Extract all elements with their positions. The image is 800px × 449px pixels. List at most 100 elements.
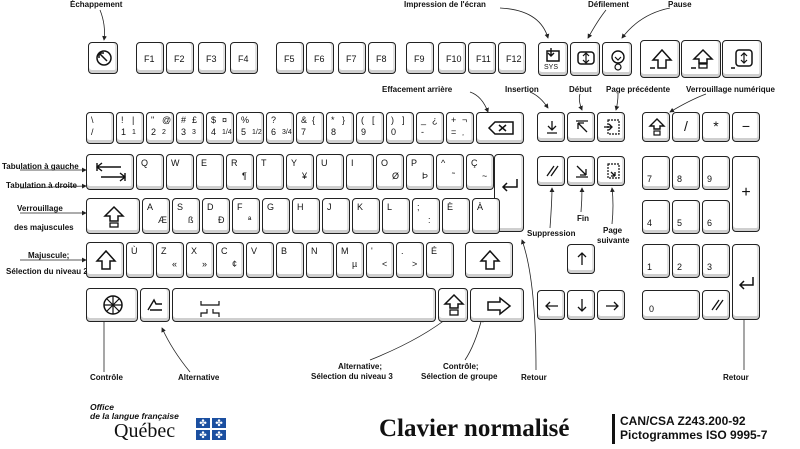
letter-key[interactable]: L bbox=[382, 198, 410, 234]
number-row-key[interactable]: $4¤1/4 bbox=[206, 112, 234, 144]
letter-key[interactable]: C¢ bbox=[216, 242, 244, 278]
function-key[interactable]: F12 bbox=[498, 42, 526, 74]
number-row-key[interactable]: !1|1 bbox=[116, 112, 144, 144]
end-key[interactable] bbox=[567, 156, 595, 186]
function-key[interactable]: F4 bbox=[230, 42, 258, 74]
letter-key[interactable]: H bbox=[292, 198, 320, 234]
group-lock-key[interactable] bbox=[722, 40, 762, 78]
enter-key[interactable] bbox=[494, 154, 524, 232]
numpad-key[interactable]: 4 bbox=[642, 200, 670, 234]
function-key[interactable]: F8 bbox=[368, 42, 396, 74]
number-row-key[interactable]: _-¿ bbox=[416, 112, 444, 144]
num-enter-key[interactable] bbox=[732, 244, 760, 320]
numpad-key[interactable]: 9 bbox=[702, 156, 730, 190]
numpad-key[interactable]: 2 bbox=[672, 244, 700, 278]
delete-key[interactable] bbox=[537, 156, 565, 186]
numpad-key[interactable]: 3 bbox=[702, 244, 730, 278]
number-row-key[interactable]: #3£3 bbox=[176, 112, 204, 144]
num-divide-key[interactable]: / bbox=[672, 112, 700, 142]
letter-key[interactable]: V bbox=[246, 242, 274, 278]
letter-key[interactable]: Z« bbox=[156, 242, 184, 278]
function-key[interactable]: F9 bbox=[406, 42, 434, 74]
pause-key[interactable] bbox=[602, 42, 632, 76]
letter-key[interactable]: '< bbox=[366, 242, 394, 278]
letter-key[interactable]: E bbox=[196, 154, 224, 190]
num-multiply-key[interactable]: * bbox=[702, 112, 730, 142]
function-key[interactable]: F10 bbox=[438, 42, 466, 74]
scroll-lock-key[interactable] bbox=[570, 42, 600, 76]
print-screen-key[interactable]: SYS bbox=[538, 42, 568, 76]
letter-key[interactable]: Ç~ bbox=[466, 154, 494, 190]
level2-lock-key[interactable] bbox=[640, 40, 680, 78]
letter-key[interactable]: À bbox=[472, 198, 500, 234]
function-key[interactable]: F1 bbox=[136, 42, 164, 74]
letter-key[interactable]: K bbox=[352, 198, 380, 234]
function-key[interactable]: F3 bbox=[198, 42, 226, 74]
control-key[interactable] bbox=[86, 288, 138, 322]
letter-key[interactable]: J bbox=[322, 198, 350, 234]
number-row-key[interactable]: )0] bbox=[386, 112, 414, 144]
number-row-key[interactable]: (9[ bbox=[356, 112, 384, 144]
letter-key[interactable]: ^˜ bbox=[436, 154, 464, 190]
number-row-key[interactable]: "2@2 bbox=[146, 112, 174, 144]
arrow-left-key[interactable] bbox=[537, 290, 565, 320]
number-row-key[interactable]: &7{ bbox=[296, 112, 324, 144]
numpad-key[interactable]: 8 bbox=[672, 156, 700, 190]
caps-lock-key[interactable] bbox=[86, 198, 140, 234]
numpad-key[interactable]: 1 bbox=[642, 244, 670, 278]
num-lock-key[interactable] bbox=[642, 112, 670, 142]
letter-key[interactable]: B bbox=[276, 242, 304, 278]
numpad-delete-key[interactable] bbox=[702, 290, 730, 320]
letter-key[interactable]: G bbox=[262, 198, 290, 234]
function-key[interactable]: F2 bbox=[166, 42, 194, 74]
backspace-key[interactable] bbox=[476, 112, 524, 144]
function-key[interactable]: F6 bbox=[306, 42, 334, 74]
space-bar[interactable] bbox=[172, 288, 436, 322]
letter-key[interactable]: Ù bbox=[126, 242, 154, 278]
insert-key[interactable] bbox=[537, 112, 565, 142]
arrow-down-key[interactable] bbox=[567, 290, 595, 320]
alt-key[interactable] bbox=[140, 288, 170, 322]
altgr-key[interactable] bbox=[438, 288, 468, 322]
tab-key[interactable] bbox=[86, 154, 134, 190]
letter-key[interactable]: R¶ bbox=[226, 154, 254, 190]
letter-key[interactable]: É bbox=[426, 242, 454, 278]
group-select-key[interactable] bbox=[470, 288, 524, 322]
page-down-key[interactable] bbox=[597, 156, 625, 186]
numpad-key[interactable]: 6 bbox=[702, 200, 730, 234]
home-key[interactable] bbox=[567, 112, 595, 142]
letter-key[interactable]: ;: bbox=[412, 198, 440, 234]
page-up-key[interactable] bbox=[597, 112, 625, 142]
letter-key[interactable]: Y¥ bbox=[286, 154, 314, 190]
right-shift-key[interactable] bbox=[465, 242, 513, 278]
letter-key[interactable]: U bbox=[316, 154, 344, 190]
level3-lock-key[interactable] bbox=[681, 40, 721, 78]
arrow-right-key[interactable] bbox=[597, 290, 625, 320]
function-key[interactable]: F11 bbox=[468, 42, 496, 74]
arrow-up-key[interactable] bbox=[567, 244, 595, 274]
letter-key[interactable]: T bbox=[256, 154, 284, 190]
letter-key[interactable]: .> bbox=[396, 242, 424, 278]
letter-key[interactable]: È bbox=[442, 198, 470, 234]
letter-key[interactable]: Q bbox=[136, 154, 164, 190]
letter-key[interactable]: X» bbox=[186, 242, 214, 278]
letter-key[interactable]: N bbox=[306, 242, 334, 278]
numpad-key[interactable]: 7 bbox=[642, 156, 670, 190]
number-row-key[interactable]: *8} bbox=[326, 112, 354, 144]
function-key[interactable]: F5 bbox=[276, 42, 304, 74]
letter-key[interactable]: W bbox=[166, 154, 194, 190]
letter-key[interactable]: I bbox=[346, 154, 374, 190]
num-minus-key[interactable]: − bbox=[732, 112, 760, 142]
number-row-key[interactable]: +=¬¸ bbox=[446, 112, 474, 144]
number-row-key[interactable]: \/ bbox=[86, 112, 114, 144]
escape-key[interactable] bbox=[88, 42, 118, 74]
